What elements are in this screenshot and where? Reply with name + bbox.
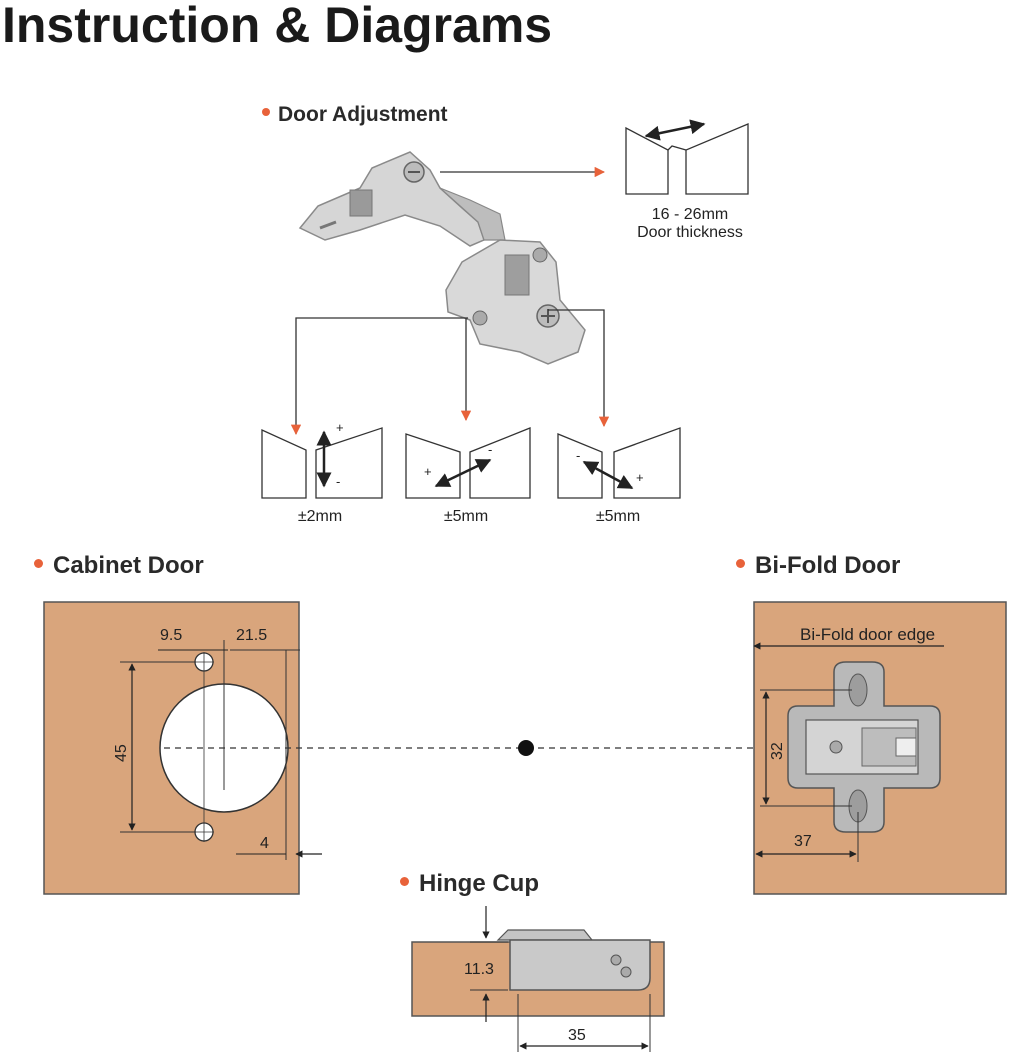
hinge-cup-section: 11.3 35 (411, 906, 665, 1052)
adjust-value-2: ±5mm (443, 508, 489, 525)
adjust-panel-depth: + - (405, 427, 531, 499)
thickness-label: Door thickness (637, 224, 743, 241)
thickness-range: 16 - 26mm (651, 206, 729, 223)
hinge-illustration (298, 151, 586, 365)
door-thickness-panels (625, 119, 749, 195)
cabinet-dim-height: 45 (113, 744, 130, 762)
bullet-icon (736, 559, 745, 569)
cabinet-door-panel: 9.5 21.5 45 4 (43, 601, 322, 895)
adjust-panel-side: - + (557, 427, 681, 499)
cabinet-dim-left: 9.5 (160, 627, 182, 644)
hinge-cup-dim-width: 35 (568, 1027, 586, 1044)
adjust-panel-vertical: + - (261, 420, 383, 499)
bifold-door-panel: Bi-Fold door edge 32 37 (753, 601, 1007, 895)
heading-hinge-cup-label: Hinge Cup (419, 870, 539, 897)
heading-cabinet-door: Cabinet Door (34, 552, 204, 580)
heading-door-adjustment: Door Adjustment (262, 103, 448, 127)
center-axis-line (164, 740, 860, 756)
page-title: Instruction & Diagrams (2, 0, 553, 53)
heading-cabinet-door-label: Cabinet Door (53, 552, 204, 579)
heading-bifold-door: Bi-Fold Door (736, 552, 900, 580)
adjust-value-3: ±5mm (595, 508, 641, 525)
bifold-dim-width: 37 (794, 833, 812, 850)
bullet-icon (262, 108, 270, 117)
door-thickness-caption: 16 - 26mm Door thickness (620, 206, 760, 242)
bifold-edge-label: Bi-Fold door edge (800, 625, 935, 644)
heading-bifold-door-label: Bi-Fold Door (755, 552, 901, 579)
adjust-plus-3: + (636, 470, 644, 485)
adjust-minus-3: - (576, 448, 580, 463)
cabinet-dim-edge: 4 (260, 835, 269, 852)
heading-door-adjustment-label: Door Adjustment (278, 103, 448, 126)
adjust-plus-2: + (424, 464, 432, 479)
adjustment-leader-lines (290, 166, 610, 436)
bullet-icon (400, 877, 409, 887)
adjust-minus-1: - (336, 474, 340, 489)
bullet-icon (34, 559, 43, 569)
heading-hinge-cup: Hinge Cup (400, 870, 539, 898)
center-point (518, 740, 534, 756)
adjust-plus-1: + (336, 420, 344, 435)
cabinet-dim-right: 21.5 (236, 627, 267, 644)
bifold-dim-height: 32 (769, 742, 786, 760)
hinge-cup-dim-depth: 11.3 (464, 961, 494, 978)
hinge-cup-body (509, 939, 651, 991)
adjust-value-1: ±2mm (297, 508, 343, 525)
adjust-minus-2: - (488, 442, 492, 457)
